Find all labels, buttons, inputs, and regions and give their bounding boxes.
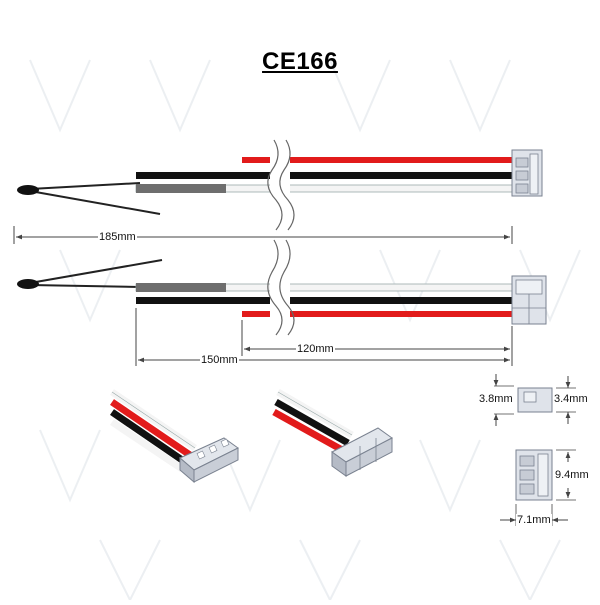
bottom-connector xyxy=(511,275,547,325)
bottom-thermistor-lead-2 xyxy=(29,259,163,284)
diagram-title: CE166 xyxy=(262,48,338,75)
top-connector xyxy=(511,149,543,197)
top-thermistor-lead-2 xyxy=(29,190,161,215)
top-black-wire xyxy=(136,172,512,179)
label-pin-pitch: 3.8mm xyxy=(478,393,514,405)
bottom-cable-assembly xyxy=(17,239,547,336)
top-thermistor-bead xyxy=(17,185,39,195)
housing-side-view xyxy=(493,374,576,426)
label-housing-height: 9.4mm xyxy=(554,469,590,481)
label-housing-depth: 3.4mm xyxy=(553,393,589,405)
label-housing-width: 7.1mm xyxy=(516,514,552,526)
watermark-pattern xyxy=(29,59,581,603)
bottom-thermistor-bead xyxy=(17,279,39,289)
top-red-wire xyxy=(242,157,512,163)
bottom-black-wire xyxy=(136,297,512,304)
top-cable-assembly xyxy=(17,139,543,231)
housing-front-view xyxy=(500,449,576,526)
label-wire-length: 120mm xyxy=(296,343,335,355)
top-thermistor-lead-1 xyxy=(29,182,141,190)
label-probe-length: 150mm xyxy=(200,354,239,366)
bottom-probe-sleeve xyxy=(136,283,226,292)
bottom-thermistor-lead-1 xyxy=(29,284,141,288)
perspective-view-left xyxy=(110,389,239,484)
perspective-view-right xyxy=(272,388,393,477)
dim-overall xyxy=(13,226,513,244)
label-overall-length: 185mm xyxy=(98,231,137,243)
bottom-red-wire xyxy=(242,311,512,317)
top-probe-sleeve xyxy=(136,184,226,193)
